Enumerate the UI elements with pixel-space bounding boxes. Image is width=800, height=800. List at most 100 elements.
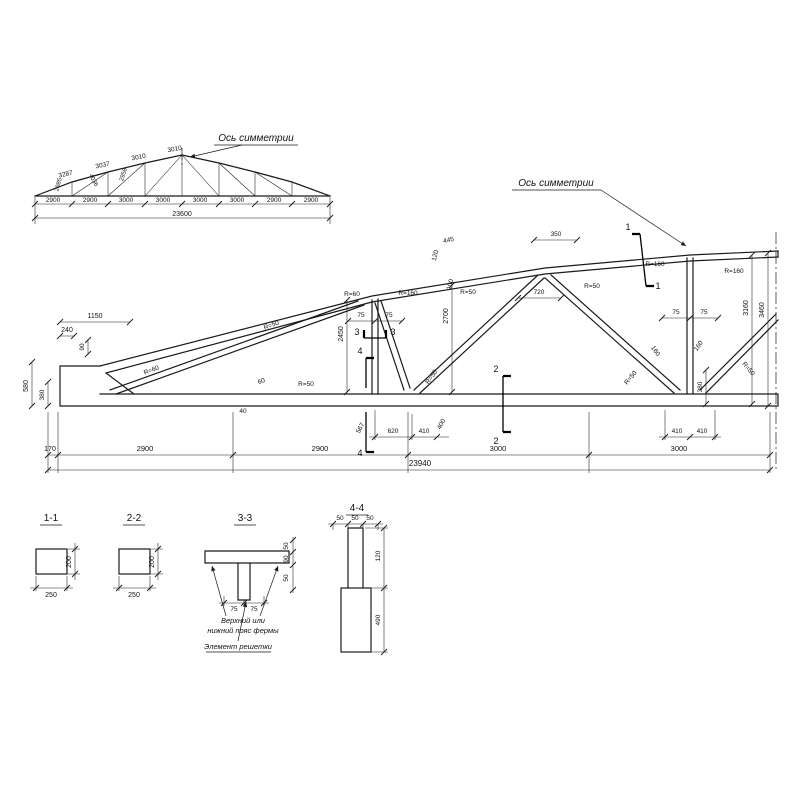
s11-dim-250: 250 (45, 592, 57, 599)
title-underlines (40, 514, 368, 653)
main-height-dim-ticks (343, 249, 772, 410)
dim-100-top: 100 (446, 278, 456, 291)
s44-dim-50-left: 50 (336, 515, 344, 522)
ov-diag-dim-4036: 4036 (87, 173, 99, 188)
main-bottom-dim-ticks (44, 451, 774, 474)
section-3-3-ticks (220, 536, 297, 607)
section-4-4-dims (328, 523, 388, 653)
ov-panel-dim-3: 3000 (119, 197, 134, 204)
section-1-1-ticks (32, 545, 79, 592)
main-bottom-dim-lines (47, 412, 771, 473)
overview-diagonals (71, 154, 293, 197)
dim-60-diag: 60 (257, 377, 267, 386)
dim-410-b: 410 (672, 428, 683, 435)
dim-160-diag-b: 160 (693, 339, 705, 352)
radius-r50-b: R=50 (584, 283, 600, 290)
radius-r160-b: R=160 (645, 261, 665, 268)
height-dim-3460: 3460 (759, 302, 766, 318)
s33-dim-90: 90 (283, 555, 290, 563)
panel-dim-3000-b: 3000 (671, 444, 688, 453)
main-top-chord-inner (105, 256, 779, 374)
section-3-3-profile (204, 550, 290, 601)
radius-r160-c: R=160 (724, 268, 744, 275)
s33-dim-50-top: 50 (283, 542, 290, 550)
overview-dim-ticks (31, 200, 334, 222)
ov-chord-dim-3287: 3287 (58, 169, 74, 179)
dim-410-c: 410 (697, 428, 708, 435)
overview-dim-lines (34, 197, 331, 224)
note-lattice: Элемент решетки (204, 642, 273, 651)
section-cut-lines (364, 233, 647, 452)
s22-dim-200: 200 (149, 556, 156, 568)
radius-r160-a: R=160 (398, 290, 418, 297)
dim-720: 720 (534, 289, 545, 296)
dim-410-a: 410 (419, 428, 430, 435)
ov-chord-dim-3010-b: 3010 (167, 145, 183, 154)
overview-axis-leader-arrow (189, 144, 243, 159)
section-mark-4-top: 4 (357, 346, 362, 356)
ov-chord-dim-3010-a: 3010 (131, 153, 147, 163)
section-mark-4-bottom: 4 (357, 448, 362, 458)
dim-160-diag-a: 160 (649, 345, 661, 358)
note-chord-leader-left (211, 565, 227, 617)
axis-of-symmetry-label-ov: Ось симметрии (218, 133, 294, 144)
ov-panel-dim-1: 2900 (46, 197, 61, 204)
dim-620: 620 (388, 428, 399, 435)
dim-445: 445 (443, 236, 455, 245)
ov-panel-dim-7: 2900 (267, 197, 282, 204)
dim-170: 170 (44, 446, 56, 453)
section-1-1-dims (30, 543, 80, 591)
note-lattice-leader (237, 601, 248, 642)
section-2-2-profile (118, 548, 151, 575)
radius-r50-g: R=50 (740, 361, 756, 378)
section-mark-3-left: 3 (354, 327, 359, 337)
dim-400: 400 (436, 418, 447, 431)
note-chord-line2: нижний пояс фермы (207, 626, 279, 635)
radius-r60-top: R=60 (344, 291, 360, 298)
dim-380-right: 380 (697, 381, 704, 392)
overview-top-chord (34, 154, 331, 197)
section-1-1-profile (35, 548, 68, 575)
ov-panel-dim-5: 3000 (193, 197, 208, 204)
ov-chord-dim-3037: 3037 (95, 161, 111, 171)
main-left-dim-ticks (28, 318, 134, 410)
ov-panel-dim-2: 2900 (83, 197, 98, 204)
dim-350: 350 (551, 231, 562, 238)
ov-diag-dim-2985: 2985 (54, 177, 63, 192)
ov-panel-dim-8: 2900 (304, 197, 319, 204)
note-chord-line1: Верхний или (221, 616, 266, 625)
height-dim-3160: 3160 (743, 300, 750, 316)
section-cut-flags (362, 232, 654, 454)
main-diagonals (109, 274, 779, 395)
s33-dim-75-right: 75 (250, 606, 258, 613)
dim-1150: 1150 (87, 313, 102, 320)
s33-dim-75-left: 75 (230, 606, 238, 613)
main-left-dim-lines (31, 321, 130, 406)
section-4-4-chord-profile (340, 587, 372, 653)
dim-75-v3-right: 75 (700, 309, 708, 316)
ov-panel-dim-4: 3000 (156, 197, 171, 204)
ov-panel-dim-6: 3000 (230, 197, 245, 204)
section-mark-1-top: 1 (625, 222, 630, 232)
s22-dim-250: 250 (128, 592, 140, 599)
main-top-chord-outer (99, 250, 779, 367)
axis-of-symmetry-label-main: Ось симметрии (518, 178, 594, 189)
section-mark-1-bottom: 1 (655, 281, 660, 291)
section-title-1-1: 1-1 (44, 513, 59, 524)
main-chord-outline (59, 250, 779, 407)
main-height-dim-lines (346, 253, 769, 406)
dim-40: 40 (239, 408, 247, 415)
panel-dim-3000-a: 3000 (490, 444, 507, 453)
section-4-4-lattice-element (347, 527, 364, 589)
height-dim-2450: 2450 (338, 326, 345, 342)
panel-dim-2900-a: 2900 (137, 444, 154, 453)
main-vertical-posts (371, 257, 694, 395)
s33-dim-50-bottom: 50 (283, 574, 290, 582)
